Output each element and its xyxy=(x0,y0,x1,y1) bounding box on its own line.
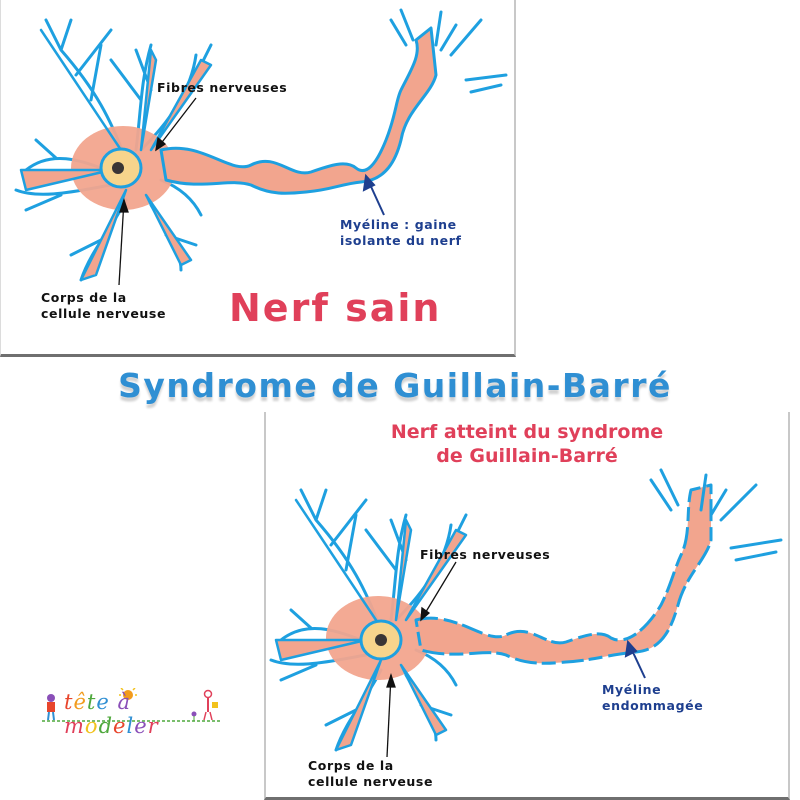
damaged-nerve-title: Nerf atteint du syndrome de Guillain-Bar… xyxy=(390,421,664,467)
label-fibres-nerveuses: Fibres nerveuses xyxy=(157,80,288,95)
logo-letter: e xyxy=(113,714,127,738)
logo-child-figure-right-icon xyxy=(203,689,218,721)
logo-letter: l xyxy=(126,714,135,738)
damaged-cell-body xyxy=(359,619,403,661)
label-fibres-nerveuses: Fibres nerveuses xyxy=(420,547,551,562)
damaged-label-arrows xyxy=(386,561,457,758)
damaged-neuron-illustration xyxy=(269,468,783,758)
logo-letter: ê xyxy=(73,690,87,714)
healthy-label-arrows xyxy=(118,97,197,286)
page-title: Syndrome de Guillain-Barré xyxy=(118,366,672,405)
label-corps-cellule: Corps de la cellule nerveuse xyxy=(41,290,167,321)
logo-letter: e xyxy=(134,714,148,738)
healthy-myelin-arrow xyxy=(362,173,385,216)
damaged-axon xyxy=(414,483,713,665)
logo-flower-icon xyxy=(191,711,197,721)
logo-sun-icon xyxy=(119,686,137,700)
label-myeline-endommagee: Myéline endommagée xyxy=(602,682,704,713)
logo-text: tête à modeler xyxy=(64,690,222,738)
damaged-myelin-arrow xyxy=(624,639,646,679)
label-myeline: Myéline : gaine isolante du nerf xyxy=(340,217,462,248)
logo-letter: e xyxy=(96,690,110,714)
logo-letter: r xyxy=(147,714,159,738)
healthy-nerve-panel: Fibres nerveuses Corps de la cellule ner… xyxy=(0,0,516,357)
healthy-nerve-title: Nerf sain xyxy=(229,286,442,330)
label-corps-cellule: Corps de la cellule nerveuse xyxy=(308,758,434,789)
logo-letter: à xyxy=(117,690,131,714)
logo-letter: m xyxy=(64,714,85,738)
healthy-cell-body xyxy=(99,147,143,189)
healthy-neuron-illustration xyxy=(14,8,508,286)
logo-letter: d xyxy=(98,714,114,738)
logo-letter: t xyxy=(64,690,74,714)
logo-letter: o xyxy=(84,714,99,738)
tete-a-modeler-logo: tête à modeler xyxy=(42,686,222,738)
healthy-axon-terminal xyxy=(389,8,508,94)
damaged-axon-terminal xyxy=(649,468,783,562)
damaged-nerve-panel: Nerf atteint du syndrome de Guillain-Bar… xyxy=(264,412,790,800)
logo-illustration xyxy=(42,686,222,722)
healthy-axon xyxy=(159,26,438,195)
logo-letter: t xyxy=(86,690,97,714)
logo-child-figure-left-icon xyxy=(47,694,55,721)
